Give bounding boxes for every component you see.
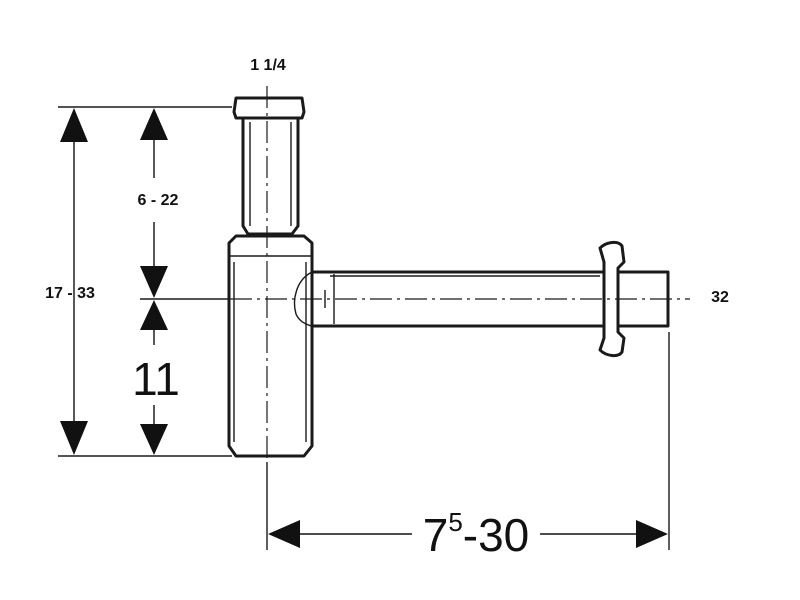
outlet-diameter-label: 32 [711, 289, 729, 306]
dimension-total-height [60, 108, 88, 455]
base-height-label: 11 [132, 353, 180, 405]
dimension-base-height [140, 300, 168, 455]
immersion-tube [241, 116, 300, 236]
horizontal-reach-rest: -30 [463, 509, 529, 561]
upper-adjust-label: 6 - 22 [138, 192, 179, 209]
elbow-joint [293, 271, 313, 327]
horizontal-reach-label: 75-30 [423, 507, 530, 561]
bottle-body [227, 234, 314, 458]
bottle-trap [227, 96, 670, 458]
horizontal-reach-main: 7 [423, 509, 449, 561]
dimension-horizontal-reach [268, 520, 668, 548]
horizontal-reach-superscript: 5 [448, 507, 462, 537]
top-nut [232, 96, 306, 120]
total-height-label: 17 - 33 [45, 285, 95, 302]
dimension-upper-adjust [140, 108, 168, 298]
top-connection-label: 1 1/4 [250, 57, 286, 74]
